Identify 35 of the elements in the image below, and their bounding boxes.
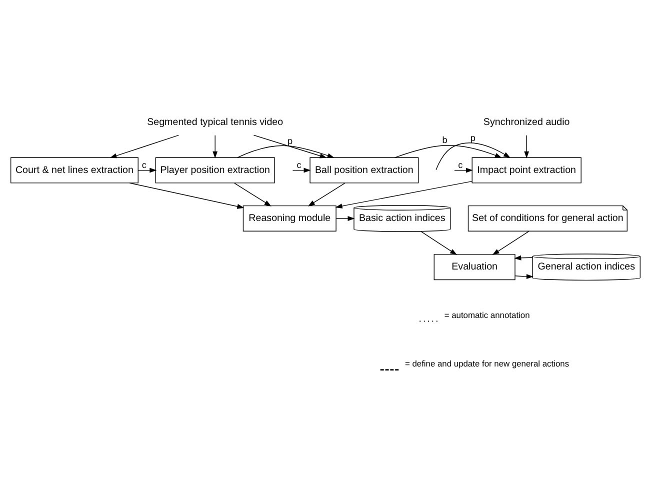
edge-label: p — [470, 132, 476, 142]
arrow — [308, 182, 346, 206]
legend-label: = automatic annotation — [444, 310, 530, 320]
arrow — [212, 134, 218, 158]
arrow — [237, 144, 334, 158]
arrow — [514, 274, 534, 279]
node-text: Segmented typical tennis video — [147, 116, 284, 128]
arrow — [335, 180, 472, 208]
node-box: Player position extraction — [155, 156, 275, 183]
node-box: Evaluation — [434, 254, 516, 280]
arrow — [234, 182, 272, 206]
arrow — [394, 144, 502, 158]
node-text: Synchronized audio — [483, 116, 570, 128]
arrow — [420, 230, 458, 254]
node-box: Impact point extraction — [472, 156, 582, 183]
arrow — [336, 216, 355, 220]
edge-label: p — [287, 135, 293, 146]
node-box: Court & net lines extraction — [10, 156, 138, 183]
arrow — [138, 167, 157, 172]
arrow — [454, 167, 473, 172]
arrow — [129, 182, 244, 208]
arrow — [514, 254, 533, 260]
node-box: Reasoning module — [242, 204, 336, 231]
arrow — [492, 230, 530, 254]
arrow — [524, 134, 530, 158]
edge-label: c — [458, 159, 463, 170]
arrow — [253, 134, 327, 158]
arrow — [110, 134, 180, 158]
legend-label: = define and update for new general actions — [404, 358, 570, 368]
arrow — [436, 142, 511, 170]
arrow — [292, 167, 311, 172]
edge-label: b — [442, 134, 448, 144]
edge-label: c — [296, 159, 302, 170]
edge-label: c — [142, 159, 146, 170]
node-box: Ball position extraction — [310, 156, 419, 183]
